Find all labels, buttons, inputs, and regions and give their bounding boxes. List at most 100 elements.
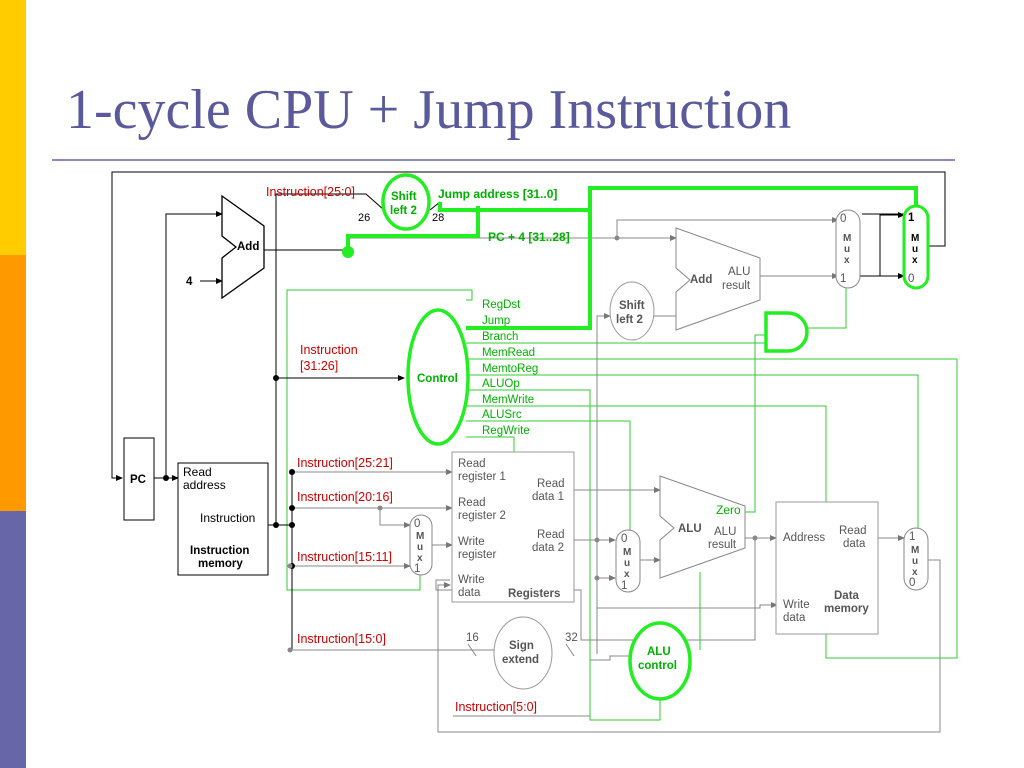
jump-mux-1: 1: [908, 212, 915, 224]
alusrc-mux-m: M: [623, 547, 631, 558]
branch-adder-result-1: ALU: [728, 266, 750, 278]
alu-result-label-2: result: [708, 539, 737, 551]
instr-15-0-label: Instruction[15:0]: [297, 632, 386, 646]
branch-mux-0: 0: [840, 213, 846, 225]
mem-write-data-label-2: data: [783, 612, 806, 624]
instr-31-26-label-1: Instruction: [300, 343, 358, 357]
instr-31-26-label-2: [31:26]: [300, 359, 338, 373]
alusrc-mux-1: 1: [621, 580, 627, 592]
alu-control-label-2: control: [638, 660, 677, 672]
alu-label: ALU: [678, 523, 702, 535]
read-data2-label-1: Read: [537, 529, 565, 541]
signal-jump: Jump: [482, 315, 510, 327]
memtoreg-mux-1: 1: [909, 531, 915, 543]
memtoreg-mux-m: M: [911, 545, 919, 556]
instruction-memory-label-1: Instruction: [190, 545, 249, 557]
read-reg2-label-2: register 2: [458, 510, 506, 522]
sign-extend: [493, 616, 553, 690]
instr-25-21-label: Instruction[25:21]: [297, 456, 393, 470]
branch-mux-u: u: [844, 244, 850, 255]
data-memory-label-2: memory: [824, 603, 869, 615]
alusrc-mux-0: 0: [621, 533, 627, 545]
instruction-out-label: Instruction: [200, 511, 255, 525]
jump-mux-m: M: [911, 233, 919, 244]
slide-title: 1-cycle CPU + Jump Instruction: [66, 79, 792, 141]
regdst-mux-1: 1: [414, 563, 420, 575]
jump-mux-0: 0: [908, 273, 914, 285]
regdst-mux-0: 0: [414, 518, 420, 530]
sign-extend-label-2: extend: [502, 654, 539, 666]
signal-memwrite: MemWrite: [482, 394, 534, 406]
signal-aluop: ALUOp: [482, 378, 520, 390]
jump-mux: [902, 204, 930, 290]
pc-label: PC: [130, 474, 146, 486]
write-reg-label-2: register: [458, 549, 497, 561]
branch-mux-m: M: [843, 233, 851, 244]
regdst-mux-u: u: [417, 542, 423, 553]
instruction-memory: [177, 462, 269, 576]
accent-bar-purple: [0, 511, 26, 768]
jump-address-label: Jump address [31..0]: [438, 187, 557, 201]
accent-bar-orange: [0, 255, 26, 511]
data-memory: [775, 501, 879, 635]
write-data-label-2: data: [458, 587, 481, 599]
pc-adder-label: Add: [237, 241, 259, 253]
regdst-mux: [409, 514, 433, 576]
bits-16-label: 16: [466, 632, 479, 644]
bits-32-label: 32: [565, 632, 578, 644]
constant-four: 4: [186, 276, 193, 288]
pc-adder: [221, 194, 265, 300]
instr-20-16-label: Instruction[20:16]: [297, 490, 393, 504]
branch-adder: [675, 227, 761, 331]
signal-regdst: RegDst: [482, 299, 521, 311]
control-unit: [406, 308, 470, 446]
memtoreg-mux-0: 0: [909, 577, 915, 589]
memtoreg-mux-x: x: [912, 567, 918, 578]
jump-mux-u: u: [912, 244, 918, 255]
data-memory-label-1: Data: [834, 590, 860, 602]
branch-adder-label: Add: [690, 274, 712, 286]
signal-regwrite: RegWrite: [482, 425, 530, 437]
regdst-mux-x: x: [417, 553, 423, 564]
branch-mux: [835, 209, 861, 289]
read-address-label-2: address: [183, 478, 226, 492]
jump-mux-x: x: [912, 255, 918, 266]
memtoreg-mux: [903, 527, 929, 591]
signal-branch: Branch: [482, 331, 518, 343]
alusrc-mux-x: x: [624, 569, 630, 580]
mem-read-data-label-2: data: [843, 538, 866, 550]
read-reg1-label-1: Read: [458, 458, 486, 470]
accent-bar-yellow: [0, 0, 26, 255]
branch-mux-x: x: [844, 255, 850, 266]
read-reg2-label-1: Read: [458, 497, 486, 509]
registers-label: Registers: [508, 588, 560, 600]
main-alu: [659, 475, 746, 579]
instr-5-0-label: Instruction[5:0]: [455, 700, 537, 714]
pc-register: [123, 437, 155, 521]
shift-left-2-branch: [609, 281, 655, 341]
alu-result-label-1: ALU: [714, 526, 736, 538]
instruction-memory-label-2: memory: [198, 558, 243, 570]
signal-memtoreg: MemtoReg: [482, 363, 538, 375]
address-label: Address: [783, 532, 825, 544]
read-reg1-label-2: register 1: [458, 471, 506, 483]
read-address-label-1: Read: [183, 465, 212, 479]
zero-flag-label: Zero: [716, 503, 741, 517]
shift-left-branch-label-1: Shift: [619, 300, 645, 312]
bits-26-label: 26: [358, 212, 370, 224]
pc4-junction-dot: [342, 246, 354, 258]
read-data1-label-2: data 1: [532, 491, 564, 503]
shift-left-jump-label-1: Shift: [391, 191, 417, 203]
signal-alusrc: ALUSrc: [482, 409, 522, 421]
instr-25-0-label: Instruction[25:0]: [266, 185, 355, 199]
control-label: Control: [417, 373, 458, 385]
mem-write-data-label-1: Write: [783, 599, 810, 611]
sign-extend-label-1: Sign: [509, 640, 534, 652]
instr-15-11-label: Instruction[15:11]: [297, 550, 392, 564]
signal-memread: MemRead: [482, 347, 535, 359]
shift-left-branch-label-2: left 2: [616, 314, 643, 326]
register-file: [451, 451, 575, 603]
shift-left-jump-label-2: left 2: [390, 205, 417, 217]
mem-read-data-label-1: Read: [839, 525, 867, 537]
